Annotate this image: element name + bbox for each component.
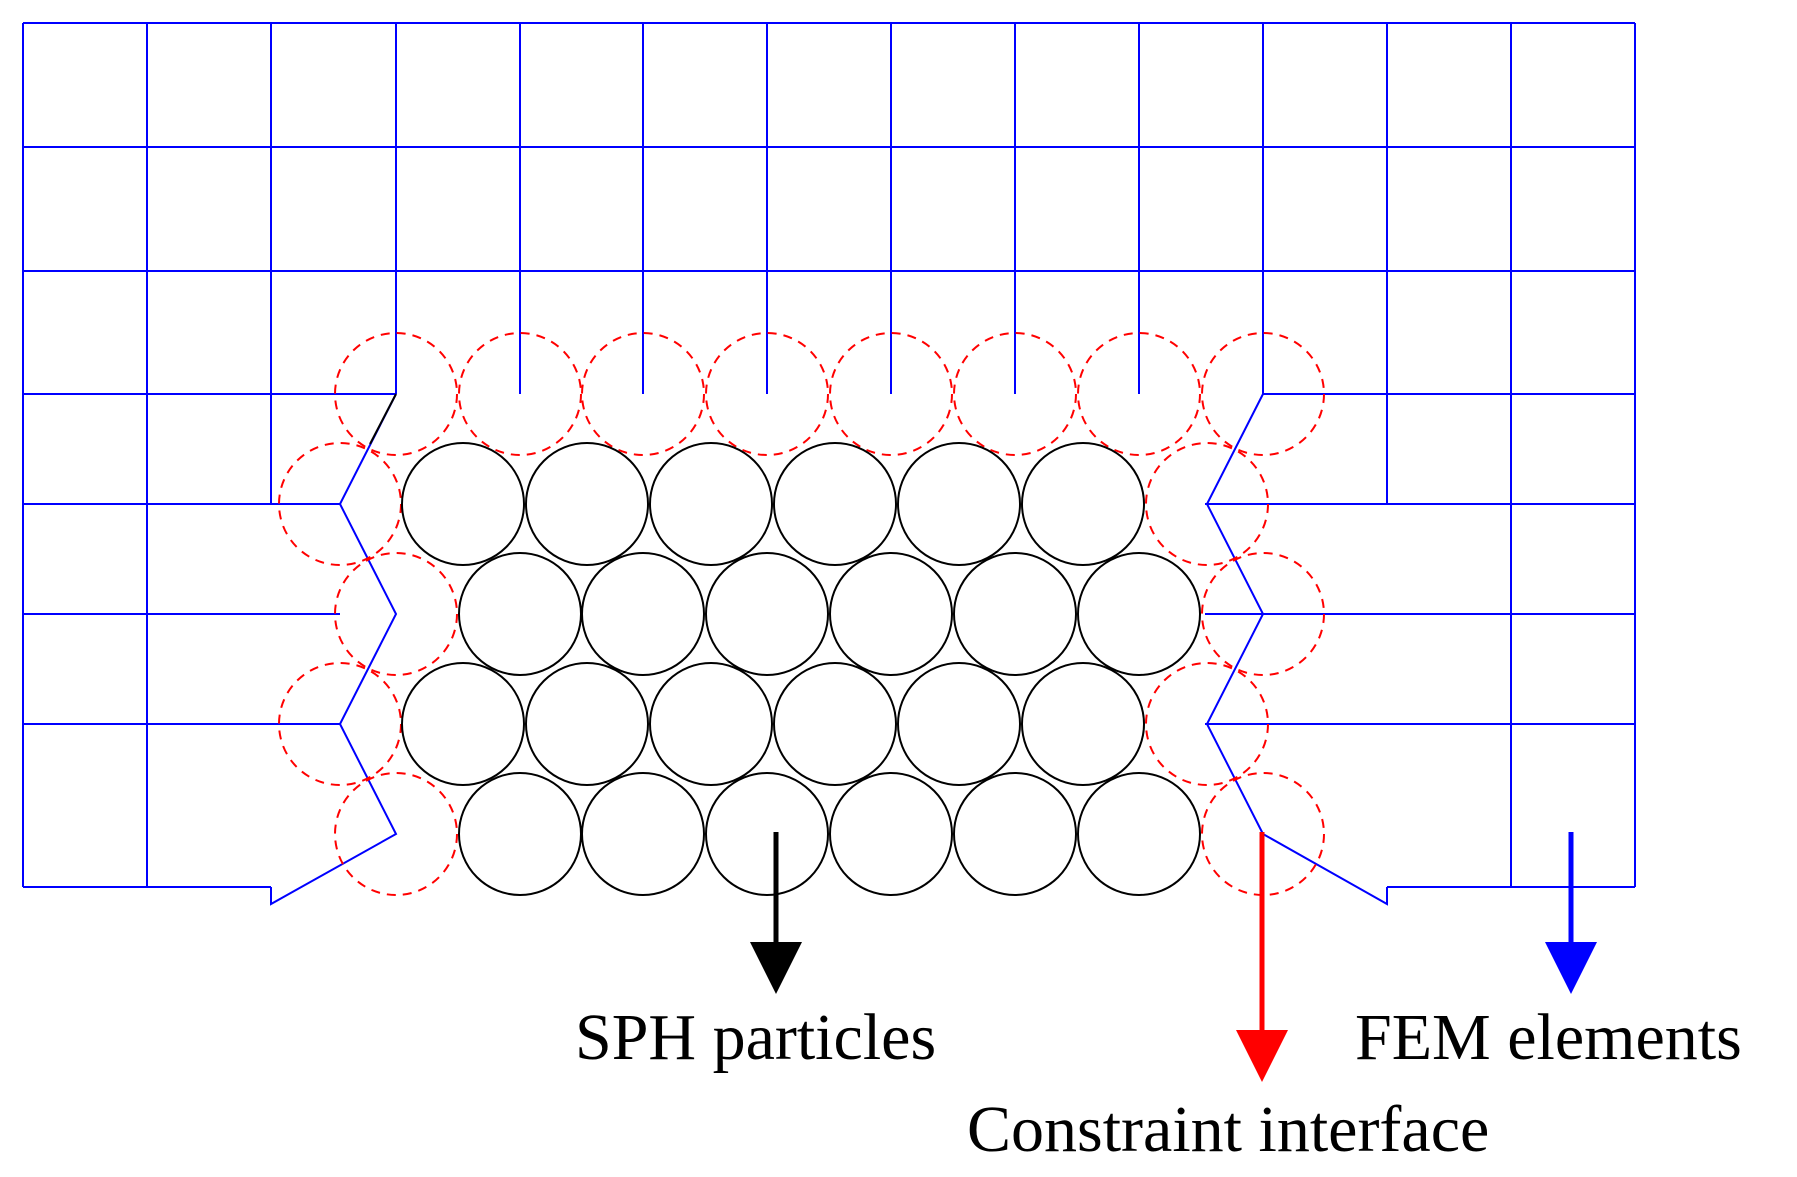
constraint-particle xyxy=(334,772,458,896)
constraint-particle xyxy=(458,332,582,456)
sph-particle xyxy=(773,662,897,786)
sph-particle xyxy=(953,772,1077,896)
sph-particle xyxy=(581,772,705,896)
sph-particle xyxy=(1077,772,1201,896)
sph-particle xyxy=(525,442,649,566)
sph-particle xyxy=(773,442,897,566)
sph-boundary-segment xyxy=(369,393,397,445)
sph-particle xyxy=(458,552,582,676)
fem-right-interface-boundary xyxy=(1205,393,1388,906)
sph-particle xyxy=(581,552,705,676)
constraint-particle xyxy=(581,332,705,456)
sph-particle xyxy=(525,662,649,786)
sph-particle xyxy=(401,662,525,786)
constraint-particles xyxy=(278,332,1325,896)
sph-particle xyxy=(897,442,1021,566)
constraint-particle xyxy=(1201,552,1325,676)
constraint-particle xyxy=(1201,772,1325,896)
fem-mesh xyxy=(22,22,1636,906)
sph-particle xyxy=(1077,552,1201,676)
sph-particle xyxy=(649,442,773,566)
constraint-particle xyxy=(1145,662,1269,786)
sph-particle xyxy=(458,772,582,896)
sph-particle xyxy=(705,552,829,676)
fem-elements-label: FEM elements xyxy=(1355,1001,1742,1074)
constraint-particle xyxy=(1201,332,1325,456)
sph-particle xyxy=(705,772,829,896)
sph-particle xyxy=(829,772,953,896)
constraint-particle xyxy=(1145,442,1269,566)
constraint-arrow-head xyxy=(1236,1030,1288,1082)
fem-arrow-head xyxy=(1545,942,1597,994)
fem-left-interface-boundary xyxy=(270,393,398,906)
sph-particle xyxy=(1021,662,1145,786)
constraint-particle xyxy=(334,332,458,456)
constraint-particle xyxy=(705,332,829,456)
sph-particle xyxy=(829,552,953,676)
pointer-arrows xyxy=(750,832,1597,1082)
constraint-interface-label: Constraint interface xyxy=(967,1093,1490,1166)
constraint-particle xyxy=(334,552,458,676)
sph-particles xyxy=(369,393,1201,896)
sph-particle xyxy=(953,552,1077,676)
constraint-particle xyxy=(829,332,953,456)
constraint-particle xyxy=(953,332,1077,456)
sph-particles-label: SPH particles xyxy=(575,1001,937,1074)
sph-arrow-head xyxy=(750,942,802,994)
sph-particle xyxy=(649,662,773,786)
sph-particle xyxy=(897,662,1021,786)
sph-particle xyxy=(1021,442,1145,566)
sph-particle xyxy=(401,442,525,566)
constraint-particle xyxy=(1077,332,1201,456)
